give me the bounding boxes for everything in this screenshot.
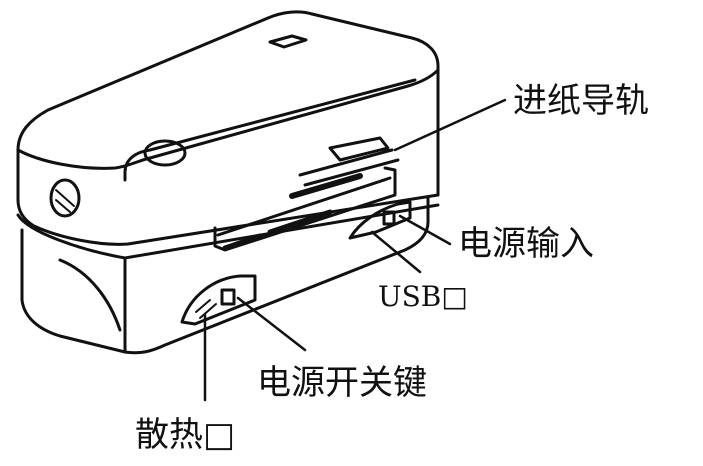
- printer-lower-body: [20, 196, 430, 355]
- label-usb-port: USB□: [378, 280, 468, 313]
- printer-body-band: [16, 193, 440, 246]
- paper-guide-rail: [298, 136, 400, 187]
- power-input-port: [348, 200, 412, 240]
- label-paper-guide: 进纸导轨: [513, 81, 649, 121]
- switch-recess: [180, 274, 257, 326]
- label-vent: 散热□: [135, 415, 236, 455]
- label-power-input: 电源输入: [458, 224, 594, 264]
- paper-slot: [213, 166, 397, 252]
- leader-usb: [370, 230, 422, 274]
- leader-paper-guide: [393, 98, 507, 152]
- side-latch: [49, 178, 81, 218]
- leader-power-input: [398, 214, 452, 246]
- printer-top-front-edge: [16, 68, 440, 170]
- printer-lid-seam: [123, 78, 417, 182]
- label-power-switch: 电源开关键: [257, 363, 427, 403]
- top-button: [143, 139, 187, 167]
- top-slot: [268, 34, 308, 49]
- leader-power-switch: [236, 296, 307, 352]
- printer-top-cover: [16, 10, 440, 202]
